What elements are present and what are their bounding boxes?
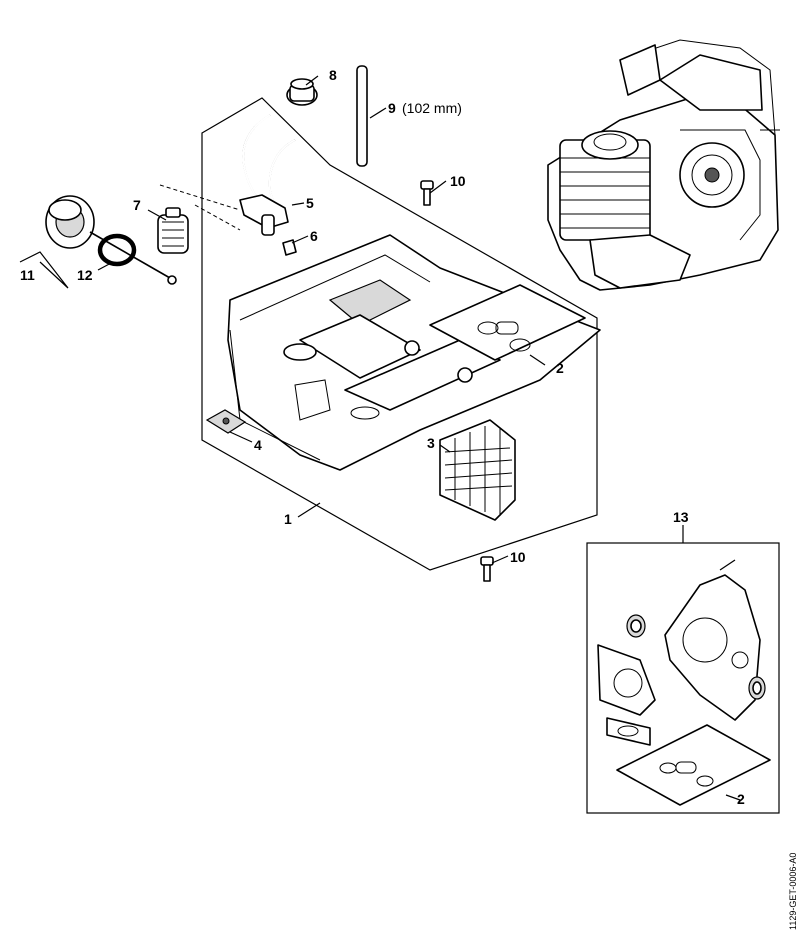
tube	[356, 65, 368, 167]
leader-lines	[19, 75, 741, 801]
oil-pump	[45, 195, 177, 285]
gasket-plate-upper	[429, 284, 586, 361]
callout-2-upper: 2	[556, 360, 564, 376]
callout-11: 11	[20, 267, 35, 283]
assembly-frame-1	[201, 97, 598, 571]
callout-10-upper: 10	[450, 173, 466, 189]
callout-13: 13	[673, 509, 689, 525]
callout-2-lower: 2	[737, 791, 745, 807]
o-ring	[97, 233, 137, 267]
plug	[282, 239, 297, 256]
callout-4: 4	[254, 437, 262, 453]
callout-8: 8	[329, 67, 337, 83]
callout-12: 12	[77, 267, 93, 283]
callout-6: 6	[310, 228, 318, 244]
screw-upper	[420, 180, 434, 206]
rubber-mount	[205, 409, 247, 434]
fuel-hose	[239, 114, 296, 236]
callout-7: 7	[133, 197, 141, 213]
callout-1: 1	[284, 511, 292, 527]
callout-9: 9	[388, 100, 396, 116]
callout-10-lower: 10	[510, 549, 526, 565]
screw-lower	[480, 556, 494, 582]
gasket-set-parts	[597, 574, 771, 806]
callout-3: 3	[427, 435, 435, 451]
fuel-filter	[157, 207, 189, 254]
tank-housing	[227, 234, 601, 471]
vent-cap	[286, 78, 318, 106]
document-code: 1129-GET-0006-A0	[788, 853, 798, 930]
callout-9-note: (102 mm)	[402, 100, 462, 116]
callout-5: 5	[306, 195, 314, 211]
screen-filter	[439, 419, 516, 521]
engine-illustration	[547, 39, 780, 291]
